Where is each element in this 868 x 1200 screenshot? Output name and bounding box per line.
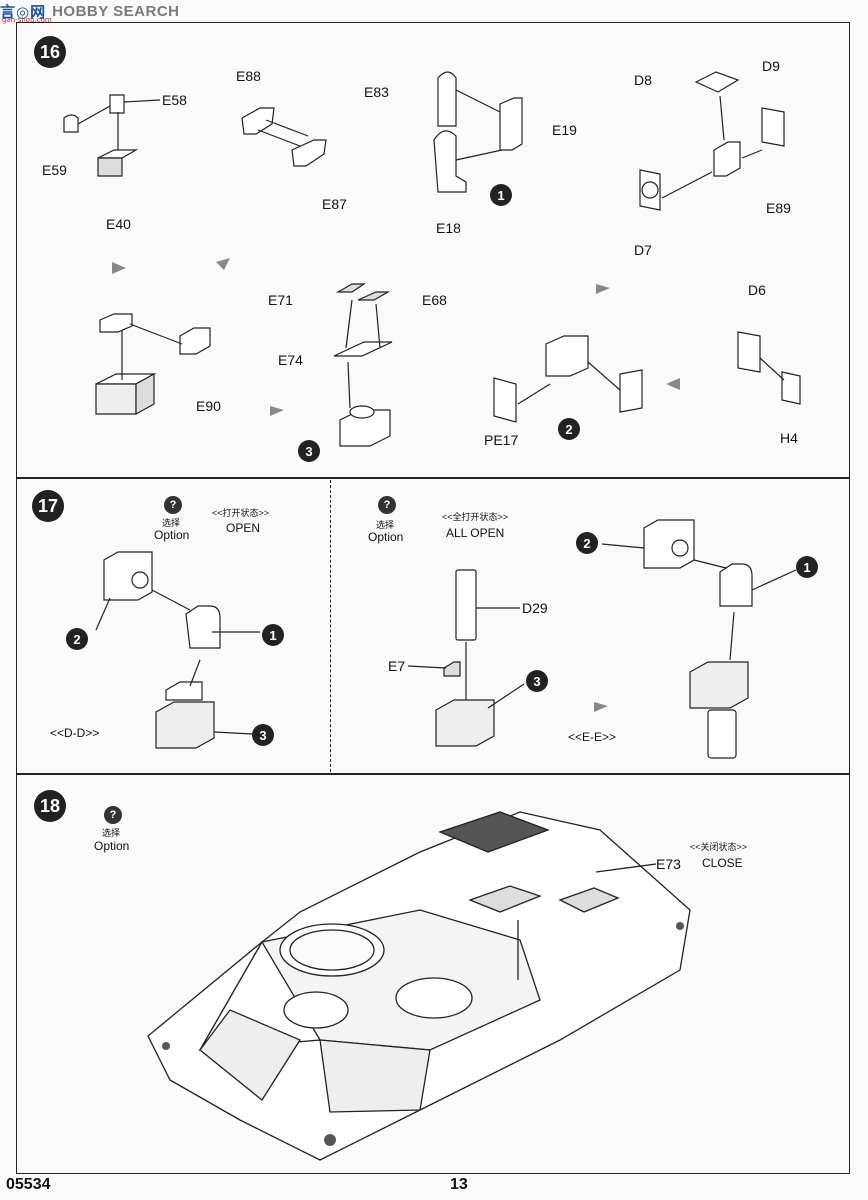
option-label: Option [154, 528, 190, 542]
option-icon: ? [378, 496, 396, 514]
part-label: D6 [748, 282, 766, 298]
part-label: D29 [522, 600, 548, 616]
watermark-logo: 言◎网 [0, 2, 47, 21]
option-label: Option [368, 530, 404, 544]
part-label: E59 [42, 162, 67, 178]
part-label: E19 [552, 122, 577, 138]
view-label: <<E-E>> [568, 730, 617, 744]
part-label: D9 [762, 58, 780, 74]
part-label: E71 [268, 292, 293, 308]
step-18-number: 18 [34, 790, 66, 822]
subassembly-1-marker: 1 [490, 184, 512, 206]
state-label: ALL OPEN [446, 526, 505, 540]
step-17-divider [330, 480, 331, 772]
subassembly-2-marker: 2 [66, 628, 88, 650]
footer-product-code: 05534 [6, 1176, 51, 1193]
step-18-frame [16, 774, 850, 1174]
part-label: D8 [634, 72, 652, 88]
view-label: <<D-D>> [50, 726, 100, 740]
part-label: E58 [162, 92, 187, 108]
part-label: E74 [278, 352, 303, 368]
part-label: E68 [422, 292, 447, 308]
step-17-frame [16, 478, 850, 774]
part-label: E40 [106, 216, 131, 232]
part-label: E90 [196, 398, 221, 414]
part-label: E73 [656, 856, 681, 872]
watermark-site: gan-shou.com [2, 16, 52, 24]
subassembly-3-marker: 3 [298, 440, 320, 462]
subassembly-2-marker: 2 [558, 418, 580, 440]
step-16-frame [16, 22, 850, 478]
part-label: PE17 [484, 432, 519, 448]
subassembly-3-marker: 3 [526, 670, 548, 692]
footer-page-number: 13 [450, 1176, 468, 1193]
subassembly-1-marker: 1 [796, 556, 818, 578]
watermark: 言◎网 HOBBY SEARCH [0, 0, 180, 22]
state-label-cn: <<全打开状态>> [442, 512, 509, 522]
subassembly-2-marker: 2 [576, 532, 598, 554]
option-label-cn: 选择 [376, 520, 395, 530]
part-label: E87 [322, 196, 347, 212]
state-label-cn: <<打开状态>> [212, 508, 270, 518]
step-16-number: 16 [34, 36, 66, 68]
option-label: Option [94, 839, 130, 853]
part-label: E18 [436, 220, 461, 236]
subassembly-1-marker: 1 [262, 624, 284, 646]
option-icon: ? [164, 496, 182, 514]
state-label: CLOSE [702, 856, 743, 870]
part-label: D7 [634, 242, 652, 258]
option-label-cn: 选择 [102, 828, 121, 838]
step-17-number: 17 [32, 490, 64, 522]
part-label: E88 [236, 68, 261, 84]
state-label-cn: <<关闭状态>> [690, 842, 748, 852]
part-label: E83 [364, 84, 389, 100]
part-label: E89 [766, 200, 791, 216]
part-label: E7 [388, 658, 406, 674]
option-icon: ? [104, 806, 122, 824]
part-label: H4 [780, 430, 798, 446]
subassembly-3-marker: 3 [252, 724, 274, 746]
option-label-cn: 选择 [162, 518, 181, 528]
watermark-text: HOBBY SEARCH [52, 2, 180, 20]
state-label: OPEN [226, 521, 261, 535]
